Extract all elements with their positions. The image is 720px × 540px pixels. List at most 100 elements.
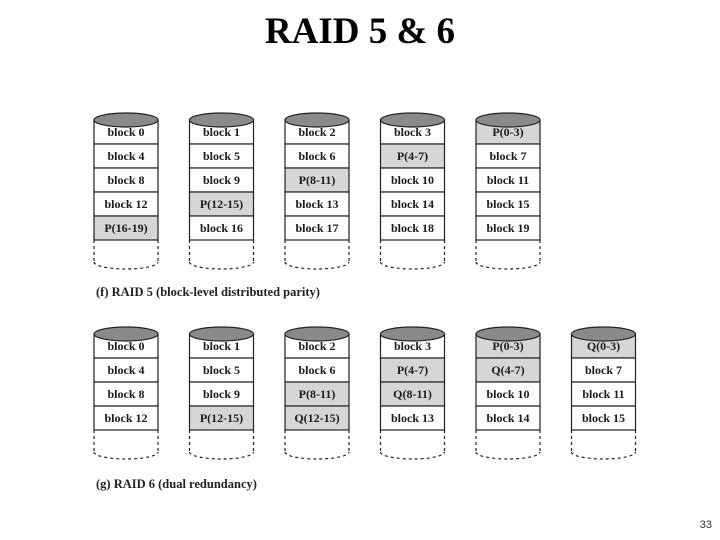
disk-cell <box>188 405 255 431</box>
block-label: P(0-3) <box>492 125 523 139</box>
disk-cell <box>188 167 255 193</box>
disk-bottom-arc <box>475 451 541 460</box>
page-number: 33 <box>699 519 712 531</box>
disk-cell <box>475 381 541 407</box>
disk-cell <box>284 381 350 407</box>
block-label: block 4 <box>107 363 144 377</box>
block-label: block 8 <box>107 173 144 187</box>
block-label: block 11 <box>487 173 529 187</box>
block-label: block 0 <box>107 339 144 353</box>
disk-cell <box>284 167 350 193</box>
block-label: block 11 <box>582 387 624 401</box>
disk-bottom-arc <box>188 261 255 270</box>
disk-cell <box>284 215 350 241</box>
disk: block 0 block 4 block 8 block 12 <box>93 326 159 460</box>
block-label: block 4 <box>107 149 144 163</box>
block-label: block 16 <box>200 221 243 235</box>
disk-cell <box>93 357 159 383</box>
disk-cell <box>475 357 541 383</box>
block-label: block 5 <box>203 149 240 163</box>
block-label: P(0-3) <box>492 339 523 353</box>
disk-cell <box>475 167 541 193</box>
disk-bottom-arc <box>284 451 350 460</box>
disk-cell <box>475 191 541 217</box>
disk-bottom-arc <box>379 451 446 460</box>
disk: block 3P(4-7)Q(8-11)block 13 <box>379 326 446 460</box>
block-label: block 1 <box>203 339 240 353</box>
disk-bottom-arc <box>570 451 637 460</box>
block-label: block 8 <box>107 387 144 401</box>
disk-cell <box>379 191 446 217</box>
block-label: block 18 <box>391 221 434 235</box>
block-label: block 9 <box>203 387 240 401</box>
disk-top <box>284 112 350 128</box>
disk-cell <box>475 143 541 169</box>
block-label: block 10 <box>391 173 434 187</box>
block-label: block 3 <box>394 125 431 139</box>
raid5-caption: (f) RAID 5 (block-level distributed pari… <box>96 285 320 299</box>
disk-cell <box>188 381 255 407</box>
disk-cell <box>379 405 446 431</box>
block-label: block 10 <box>486 387 529 401</box>
block-label: P(4-7) <box>397 149 428 163</box>
block-label: Q(0-3) <box>587 339 620 353</box>
disk-cell <box>379 357 446 383</box>
disk-cell <box>188 143 255 169</box>
block-label: block 19 <box>486 221 529 235</box>
disk-top <box>379 326 446 342</box>
disk-cell <box>284 143 350 169</box>
disk-cell <box>379 215 446 241</box>
block-label: block 14 <box>391 197 434 211</box>
disk-top <box>188 112 255 128</box>
disk-top <box>475 326 541 342</box>
disk-cell <box>188 215 255 241</box>
disk: block 3 P(4-7) block 10 block 14 block 18 <box>379 112 446 270</box>
disk-cell <box>93 215 159 241</box>
disk-top <box>284 326 350 342</box>
slide-title: RAID 5 & 6 <box>264 11 456 52</box>
disk-top <box>570 326 637 342</box>
block-label: P(12-15) <box>200 197 243 211</box>
disk-cell <box>379 381 446 407</box>
block-label: block 12 <box>104 197 147 211</box>
disk-top <box>379 112 446 128</box>
disk-top <box>475 112 541 128</box>
disk-cell <box>284 405 350 431</box>
disk-cell <box>379 167 446 193</box>
disk-top <box>188 326 255 342</box>
block-label: block 5 <box>203 363 240 377</box>
block-label: block 13 <box>295 197 338 211</box>
disk-top <box>93 112 159 128</box>
disk-bottom-arc <box>379 261 446 270</box>
disk-cell <box>188 357 255 383</box>
disk-cell <box>379 143 446 169</box>
block-label: block 6 <box>298 149 335 163</box>
block-label: block 13 <box>391 411 434 425</box>
block-label: block 17 <box>295 221 338 235</box>
disk-cell <box>475 215 541 241</box>
block-label: P(8-11) <box>299 387 336 401</box>
block-label: Q(12-15) <box>294 411 339 425</box>
disk-cell <box>93 143 159 169</box>
disk-cell <box>475 405 541 431</box>
disk-cell <box>284 191 350 217</box>
block-label: block 12 <box>104 411 147 425</box>
block-label: Q(8-11) <box>393 387 432 401</box>
block-label: P(8-11) <box>299 173 336 187</box>
raid6-array: block 0 block 4 block 8 block 12 block 1 bloc… <box>93 326 637 460</box>
block-label: block 15 <box>582 411 625 425</box>
block-label: block 15 <box>486 197 529 211</box>
disk-cell <box>570 405 637 431</box>
disk-cell <box>93 405 159 431</box>
raid6-caption: (g) RAID 6 (dual redundancy) <box>96 477 257 491</box>
block-label: P(16-19) <box>104 221 147 235</box>
block-label: block 9 <box>203 173 240 187</box>
